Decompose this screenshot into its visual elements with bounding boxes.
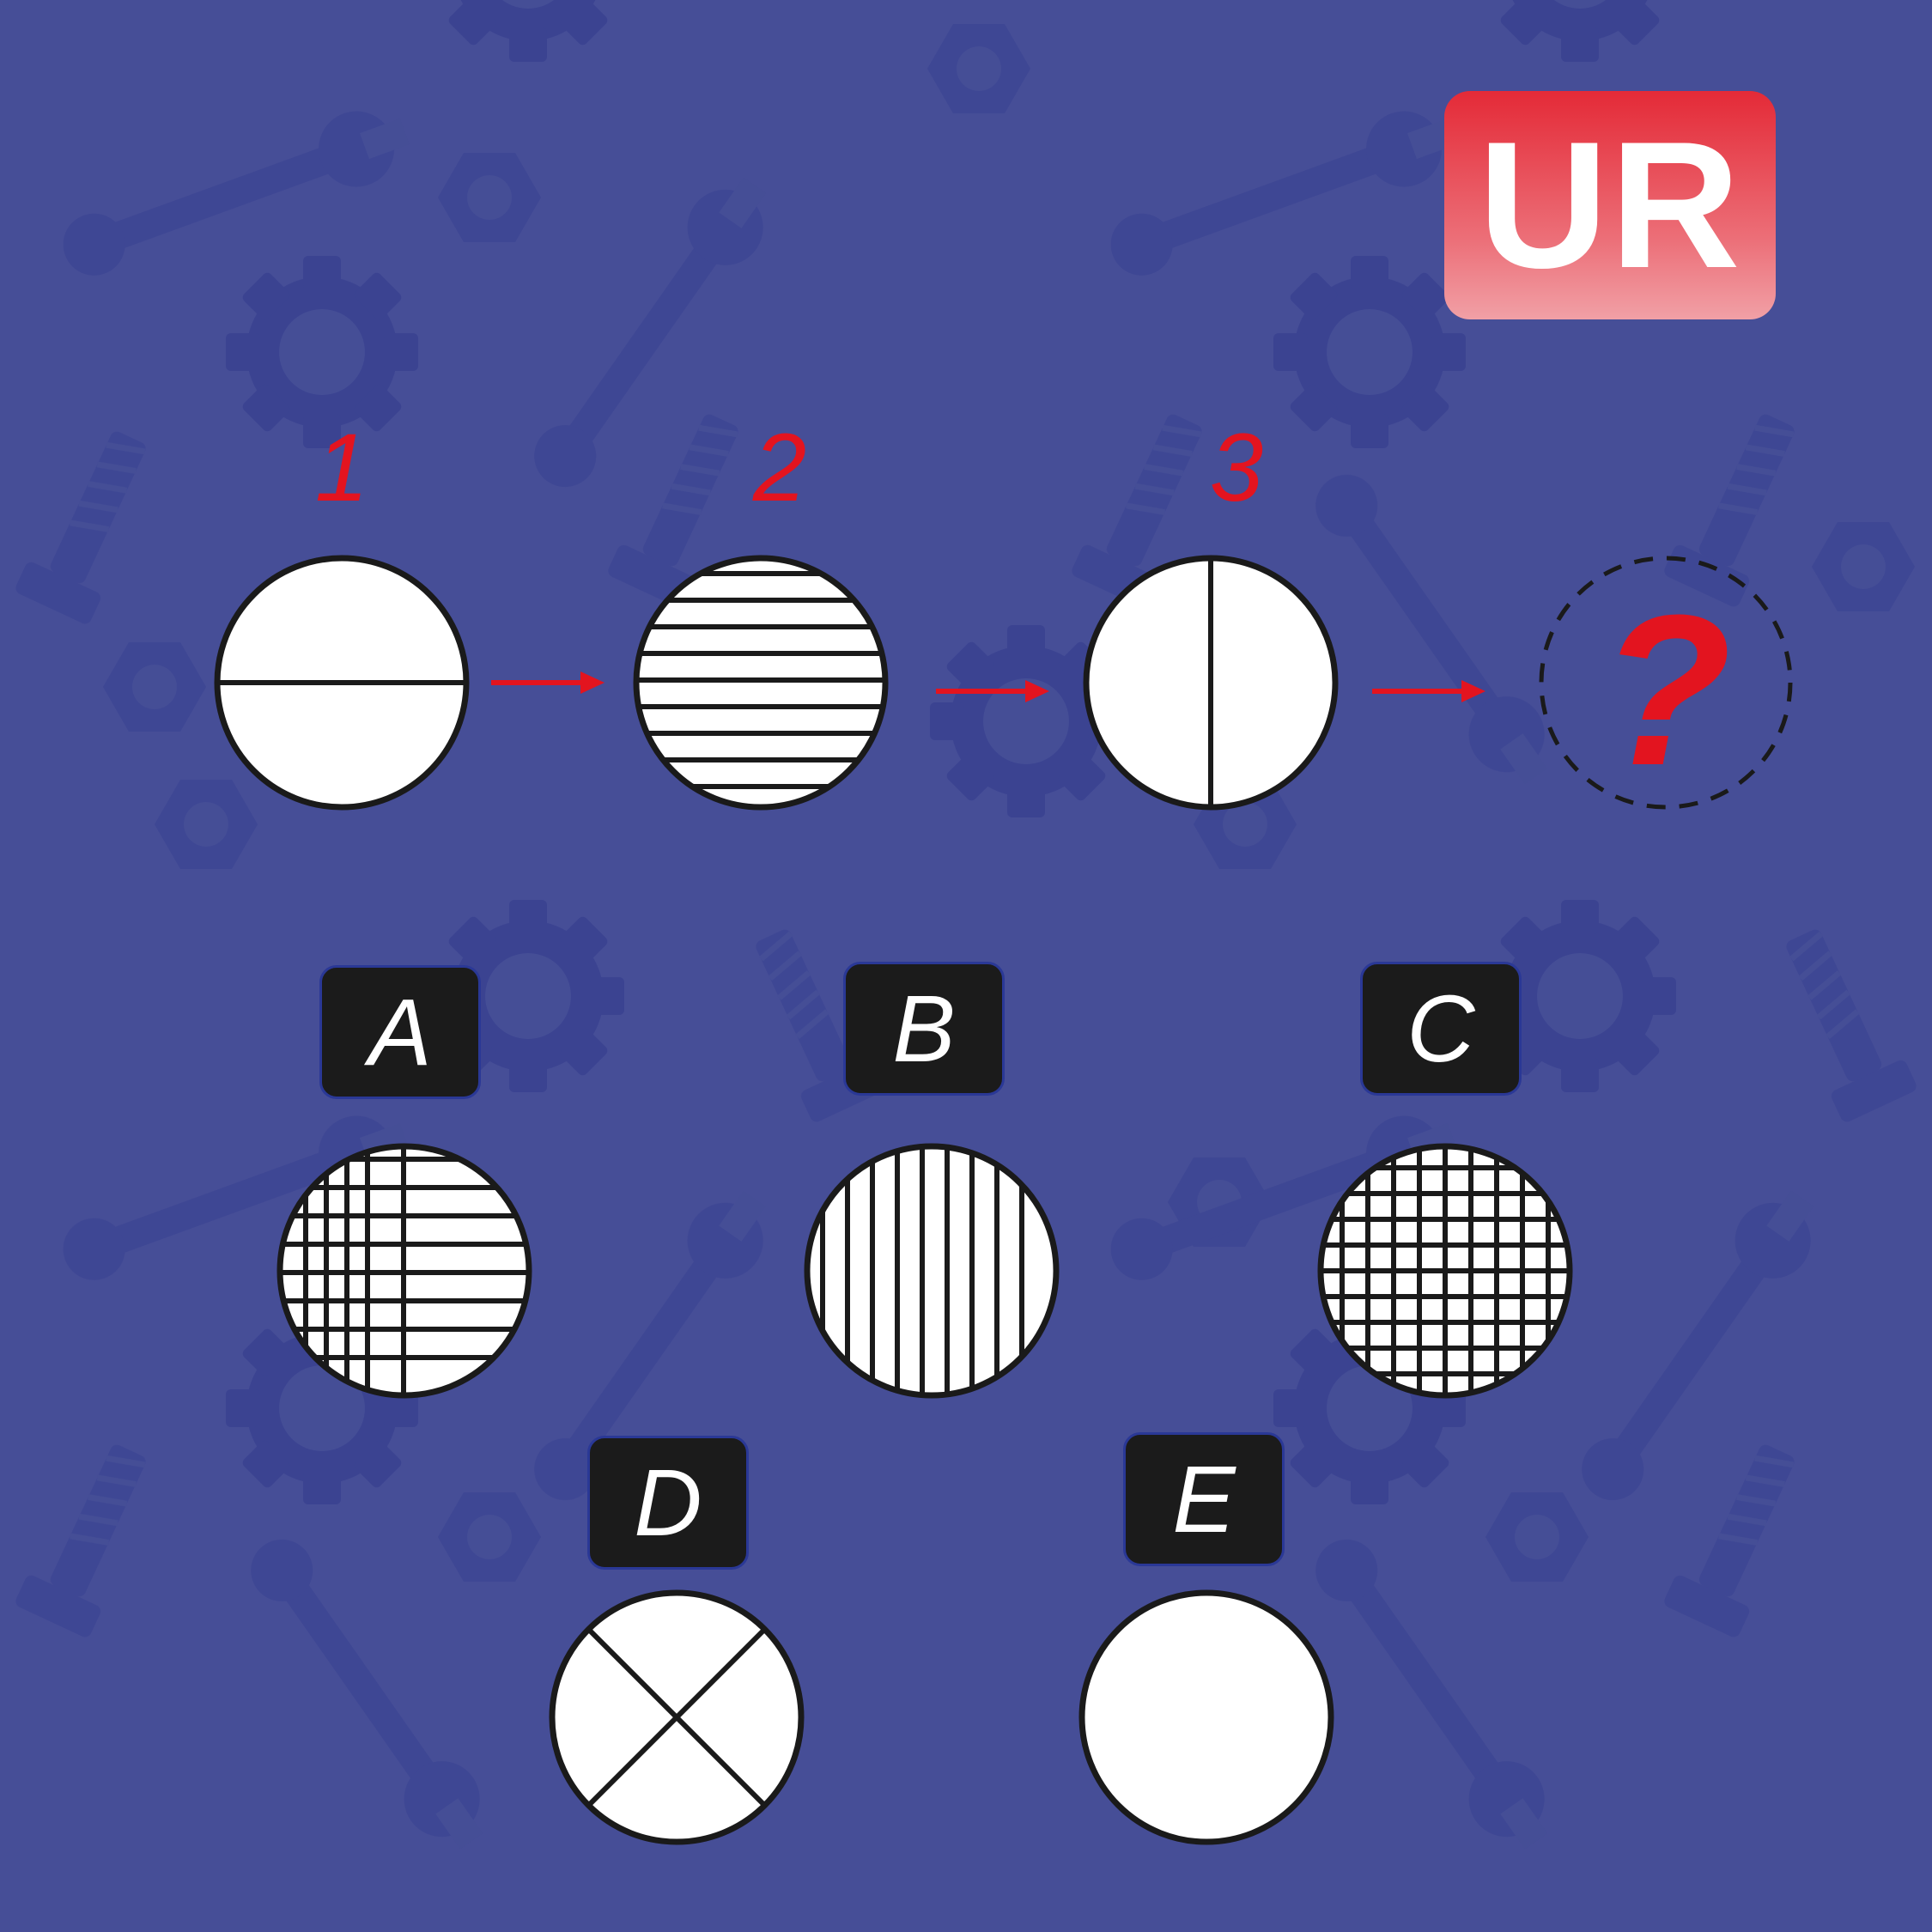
sequence-figure-3 [1083,555,1339,811]
gear-icon [1484,0,1676,62]
option-letter: A [368,979,432,1085]
option-label-c[interactable]: C [1360,962,1522,1096]
bolt-icon [1764,918,1918,1124]
step-number-1: 1 [314,414,369,521]
nut-icon [155,780,258,869]
bolt-icon [1662,1433,1817,1639]
question-mark: ? [1600,570,1732,810]
missing-figure-placeholder [1539,556,1793,810]
arrow-right-icon [936,680,1049,702]
bolt-icon [14,420,168,626]
sequence-figure-1 [214,555,470,811]
option-label-d[interactable]: D [587,1436,749,1570]
option-letter: C [1406,975,1475,1082]
arrow-right-icon [1372,680,1485,702]
nut-icon [438,153,541,242]
option-letter: E [1172,1446,1236,1552]
bolt-icon [14,1433,168,1639]
option-letter: B [892,975,956,1082]
option-label-a[interactable]: A [319,965,481,1099]
option-figure-c[interactable] [1314,1142,1577,1400]
nut-icon [103,642,206,732]
gear-icon [1273,256,1466,448]
step-number-2: 2 [752,414,807,521]
nut-icon [438,1492,541,1582]
brand-logo: UR [1444,91,1776,319]
option-figure-b[interactable] [804,1142,1060,1400]
nut-icon [1812,522,1915,611]
nut-icon [927,24,1030,113]
option-label-b[interactable]: B [843,962,1005,1096]
wrench-icon [52,95,418,291]
arrow-right-icon [491,671,605,694]
option-figure-d[interactable] [549,1589,805,1845]
wrench-icon [1099,95,1466,291]
gear-icon [432,0,624,62]
logo-text: UR [1478,104,1742,306]
option-figure-e[interactable] [1078,1589,1334,1845]
wrench-icon [1297,459,1568,799]
sequence-arrows [491,671,1485,702]
nut-icon [1485,1492,1589,1582]
step-number-3: 3 [1209,414,1264,521]
option-letter: D [634,1449,702,1556]
option-label-e[interactable]: E [1123,1432,1285,1566]
